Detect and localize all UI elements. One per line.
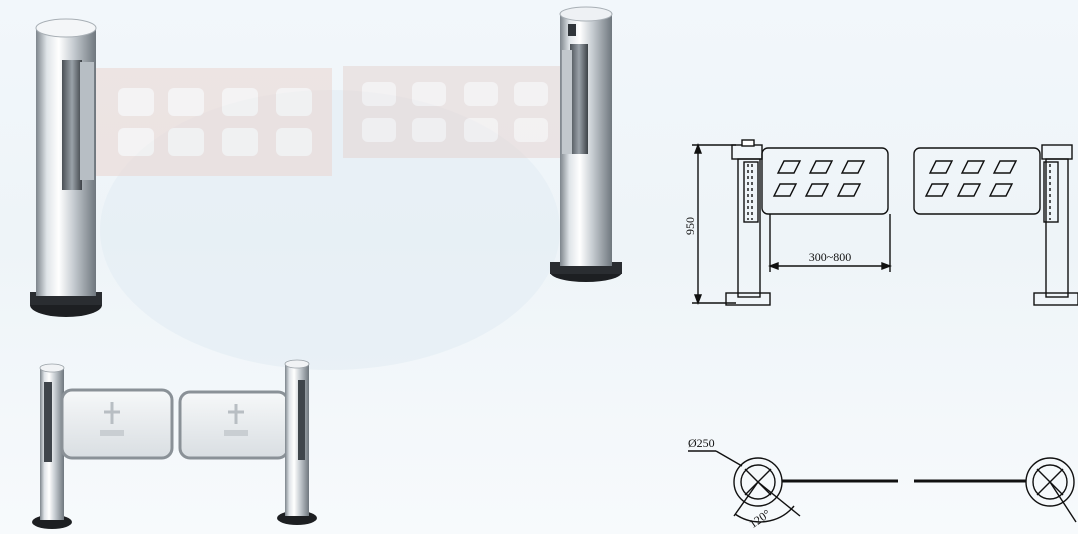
angle-label: 120°	[746, 506, 773, 531]
post-right-large	[550, 6, 622, 282]
post-left-small	[32, 363, 72, 529]
diameter-label: Ø250	[688, 436, 715, 450]
render-large	[30, 6, 622, 317]
post-circle-right	[1025, 457, 1075, 507]
render-small	[32, 359, 317, 529]
swing-panel-left-ghost	[92, 68, 332, 176]
glass-panel-right	[178, 390, 290, 460]
height-dimension-label: 950	[683, 217, 697, 235]
swing-panel-right-ghost	[343, 66, 563, 158]
plan-view-drawing	[688, 450, 1077, 523]
glass-panel-left	[60, 388, 174, 460]
post-right-small	[277, 359, 317, 525]
width-dimension-label: 300~800	[809, 250, 852, 264]
post-left-large	[30, 18, 102, 317]
front-elevation-drawing	[692, 139, 1078, 306]
